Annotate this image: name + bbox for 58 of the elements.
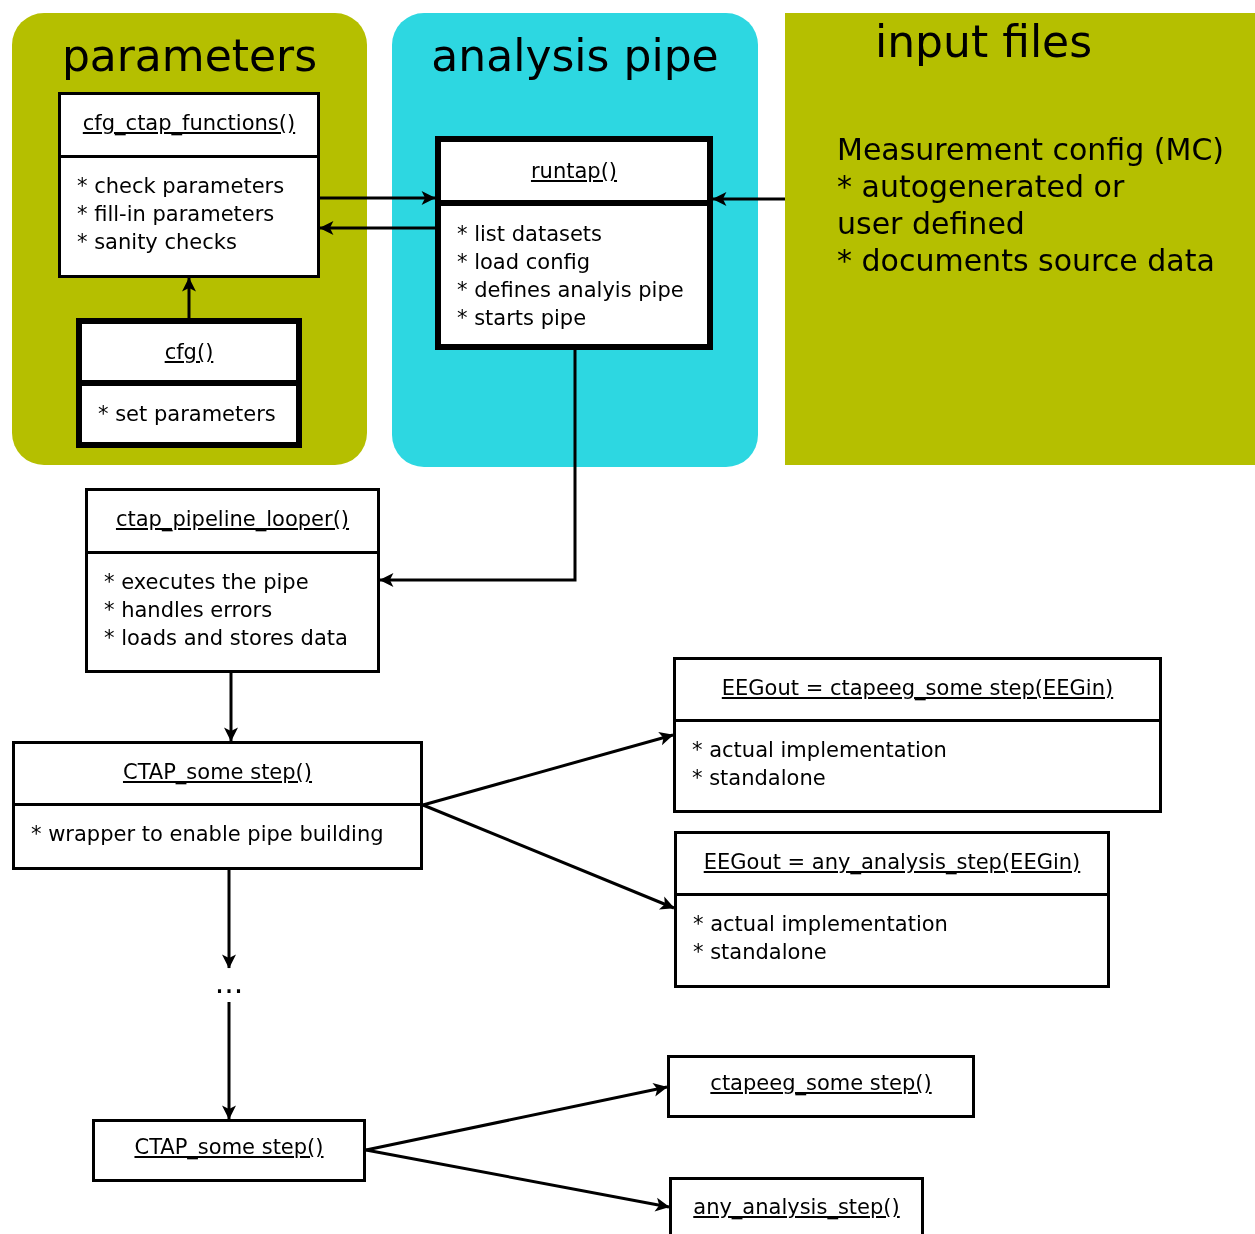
- function-box: [674, 831, 1110, 988]
- function-name: ctapeeg_some step(): [709, 1070, 933, 1098]
- arrow: [222, 870, 236, 969]
- function-box: [92, 1119, 366, 1182]
- function-name: CTAP_some step(): [15, 744, 420, 806]
- bullet-item: * sanity checks: [77, 229, 237, 256]
- description-text: Measurement config (MC): [837, 131, 1225, 168]
- bullet-item: * set parameters: [98, 401, 276, 428]
- arrow: [182, 277, 196, 318]
- description-text: * autogenerated or user defined: [837, 168, 1126, 242]
- bullet-item: * load config: [457, 249, 590, 276]
- group-title: input files: [875, 17, 1093, 67]
- function-box: [667, 1055, 975, 1118]
- arrow: [224, 673, 238, 742]
- arrow: [319, 221, 435, 235]
- arrow: [422, 803, 675, 910]
- ellipsis-text: ...: [206, 968, 252, 1002]
- function-box: [673, 657, 1162, 813]
- group-title: analysis pipe: [430, 31, 720, 81]
- group-panel: [392, 13, 758, 467]
- bullet-item: * list datasets: [457, 221, 603, 248]
- group-title: parameters: [60, 31, 319, 81]
- bullet-item: * actual implementation: [692, 737, 947, 764]
- function-name: cfg(): [82, 324, 296, 386]
- arrow: [222, 1002, 236, 1120]
- function-box: [669, 1177, 924, 1234]
- group-panel: [12, 13, 367, 465]
- function-box: [435, 136, 713, 350]
- bullet-item: * loads and stores data: [104, 625, 348, 652]
- function-box: [85, 488, 380, 673]
- arrow: [365, 1148, 670, 1212]
- bullet-item: * starts pipe: [457, 305, 587, 332]
- description-text: * documents source data: [837, 242, 1215, 279]
- function-box: [58, 92, 320, 278]
- bullet-item: * standalone: [693, 939, 827, 966]
- bullet-item: * actual implementation: [693, 911, 948, 938]
- function-name: EEGout = ctapeeg_some step(EEGin): [676, 660, 1159, 722]
- bullet-item: * fill-in parameters: [77, 201, 275, 228]
- function-name: any_analysis_step(): [692, 1194, 901, 1222]
- function-name: ctap_pipeline_looper(): [88, 491, 377, 554]
- arrow: [712, 192, 785, 206]
- bullet-item: * wrapper to enable pipe building: [31, 821, 384, 848]
- function-name: cfg_ctap_functions(): [61, 95, 317, 158]
- arrow: [422, 731, 674, 807]
- arrow: [320, 191, 436, 205]
- bullet-item: * defines analyis pipe: [457, 277, 684, 304]
- bullet-item: * handles errors: [104, 597, 273, 624]
- function-box: [76, 318, 302, 448]
- function-name: CTAP_some step(): [133, 1134, 325, 1162]
- group-panel: [785, 13, 1255, 465]
- arrow: [379, 350, 577, 587]
- function-name: runtap(): [441, 142, 707, 206]
- function-name: EEGout = any_analysis_step(EEGin): [677, 834, 1107, 896]
- bullet-item: * executes the pipe: [104, 569, 309, 596]
- arrow: [365, 1082, 668, 1152]
- bullet-item: * standalone: [692, 765, 826, 792]
- bullet-item: * check parameters: [77, 173, 285, 200]
- function-box: [12, 741, 423, 870]
